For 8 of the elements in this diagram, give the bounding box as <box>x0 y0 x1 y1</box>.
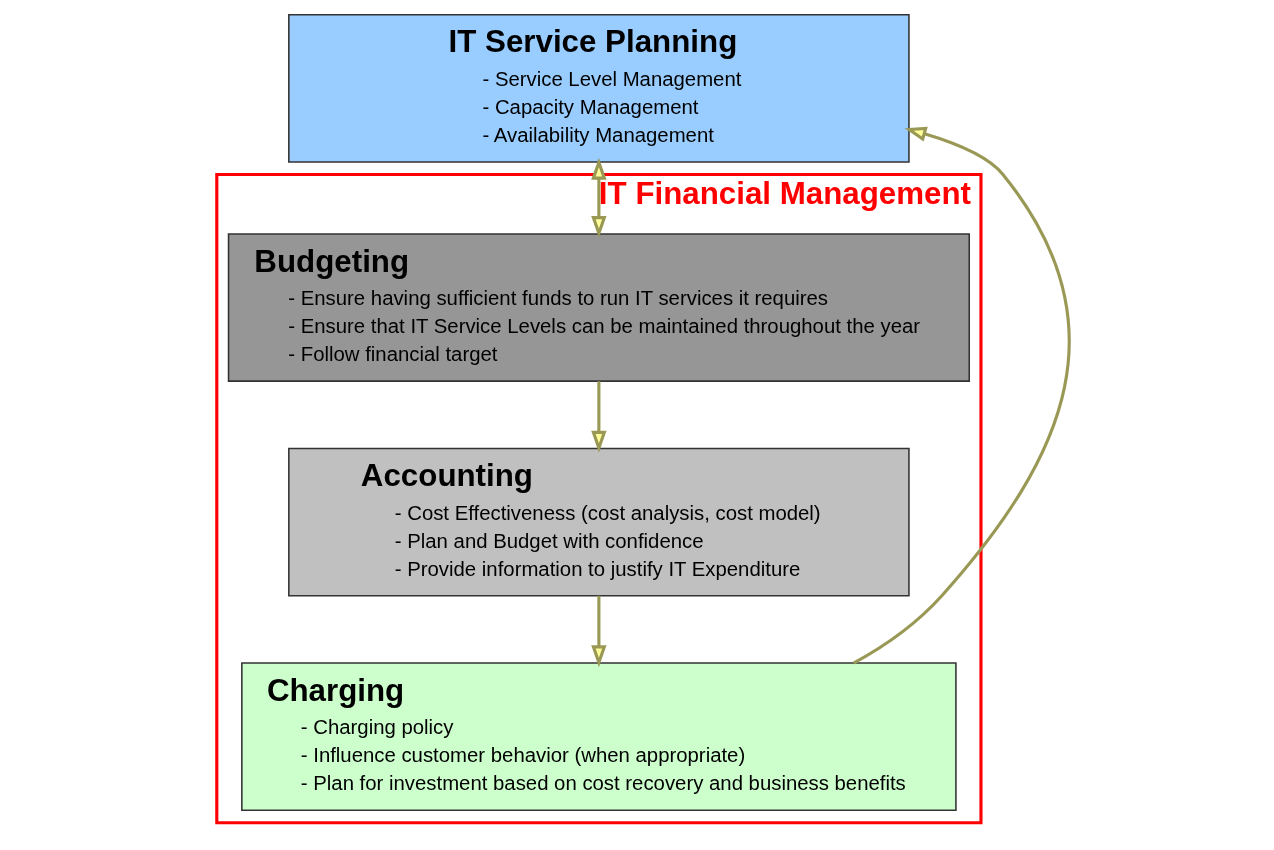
arrow <box>591 595 607 668</box>
node-box: IT Service Planning - Service Level Management - Capacity Management - Availability Management <box>288 13 910 163</box>
node-box: Budgeting - Ensure having sufficient funds to run IT services it requires - Ensure that IT Service Levels can be maintained throughout the year - Follow financial target <box>227 233 970 382</box>
node-box: Charging - Charging policy - Influence customer behavior (when appropriate) - Plan for investment based on cost recovery and business benefits <box>241 662 957 811</box>
arrow <box>852 126 1071 665</box>
arrow <box>591 157 607 238</box>
node-box: Accounting - Cost Effectiveness (cost analysis, cost model) - Plan and Budget with confidence - Provide information to justify IT Expenditure <box>288 447 910 597</box>
arrow <box>591 381 607 453</box>
